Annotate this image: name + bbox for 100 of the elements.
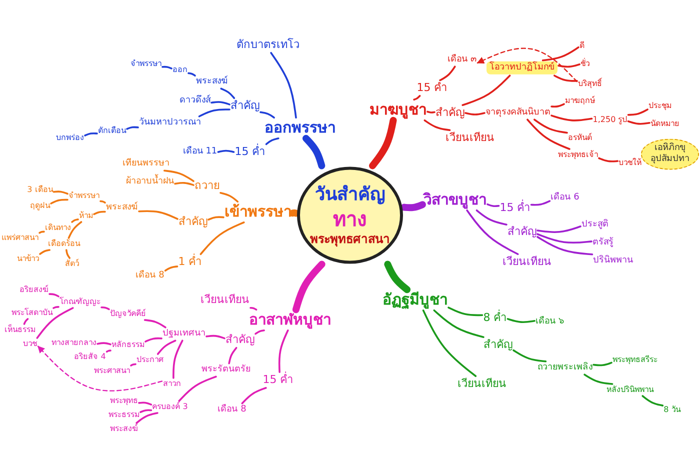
branch-label: 15 ค่ำ [262,373,294,387]
branch-label: ตักบาตรเทโว [236,38,300,52]
branch-label: เดินทาง [45,223,71,233]
branch-label: ฤดูฝน [30,201,50,211]
branch-label: 15 ค่ำ [234,145,266,159]
branch-line [536,233,592,244]
branch-line [162,66,172,70]
branch-line [250,306,258,311]
branch-label: เดือน 6 [550,192,580,204]
highlight-label [486,61,558,75]
branch-label: พระพุทธเจ้า [558,150,598,160]
branch-line [642,395,664,406]
branch-label: เวียนเทียน [458,377,506,391]
branch-label: เอหิภิกขุ อุปสัมปทา [650,142,690,166]
branch-line [198,108,230,118]
branch-label: เทียนพรรษา [122,158,170,170]
branch-label: สาวก [163,379,181,389]
branch-line [424,119,451,132]
branch-label: พระรัตนตรัย [202,364,250,376]
branch-line [138,210,178,220]
branch-label: 8 วัน [664,405,680,415]
branch-label: ประสูติ [582,219,608,231]
branch-line [106,350,112,353]
branch-label: ตักเตือน [98,126,126,136]
branch-label: บวช [23,339,37,349]
branch-label: สำคัญ [484,338,512,352]
branch-label: ประกาศ [136,355,164,365]
branch-label: วันมหาปวารณา [139,117,201,129]
branch-line [38,230,45,234]
branch-label: อริยสงฆ์ [20,285,48,295]
branch-line [164,266,178,272]
branch-line [208,216,224,221]
branch-label: พระศาสนา [94,366,130,376]
branch-label: อรหันต์ [568,133,592,143]
branch-label: เดือน 8 [218,404,246,416]
branch-line [550,103,565,108]
branch-line [462,74,511,106]
branch-line [265,137,280,146]
branch-line [100,306,110,310]
branch-line [50,198,68,204]
branch-label: เข้าพรรษา [224,202,292,222]
branch-label: อัฏฐมีบูชา [382,290,448,310]
branch-line [512,349,547,362]
branch-label: พระสงฆ์ [196,76,228,88]
branch-label: ถวายพระเพลิง [538,362,592,374]
branch-line [220,192,239,203]
branch-label: ชั่ว [580,59,590,69]
branch-label: สำคัญ [436,106,464,120]
branch-line [526,118,570,150]
branch-label: ประชุม [648,101,672,111]
branch-label: นัดหมาย [650,119,680,129]
branch-line [584,374,614,385]
branch-label: มาฆบูชา [370,100,426,120]
branch-line [48,293,60,298]
branch-line [188,72,196,77]
branch-line [536,236,594,256]
branch-line [126,126,139,130]
branch-line [466,209,519,256]
branch-line [36,307,74,339]
branch-label: เห็นธรรม [4,325,36,335]
branch-line [292,260,326,314]
branch-line [71,218,79,223]
branch-line [550,114,593,122]
branch-line [413,94,421,101]
branch-line [178,376,217,402]
branch-label: เดือน ๓ [448,54,476,66]
dashed-arrow [37,346,163,392]
branch-label: ผ้าอาบน้ำฝน [126,176,174,188]
branch-line [369,116,397,170]
branch-line [422,309,477,378]
branch-line [140,409,152,414]
branch-line [217,150,235,153]
branch-line [536,225,582,234]
branch-line [241,386,267,404]
branch-label: พระธรรม [108,410,140,420]
branch-line [289,209,300,217]
branch-label: จาตุรงคสันนิบาต [486,107,550,119]
branch-line [144,319,166,328]
branch-label: 8 ค่ำ [483,311,507,325]
branch-line [68,221,82,239]
branch-label: พระโสดาบัน [12,308,52,318]
branch-line [130,363,136,366]
branch-label: ทางสายกลาง [52,338,96,348]
branch-label: หลักธรรม [112,340,144,350]
branch-label: สำคัญ [508,225,536,239]
branch-line [172,340,184,379]
branch-label: ถวาย [194,179,220,193]
branch-line [448,306,484,316]
branch-line [144,337,162,342]
branch-label: ปัญจวัคคีย์ [110,309,146,319]
branch-label: ออก [172,65,188,75]
burst-label [641,138,699,170]
branch-line [433,309,484,338]
branch-line [66,249,70,259]
branch-line [400,201,426,212]
branch-label: ครบองค์ 3 [152,402,188,412]
branch-line [220,88,236,100]
branch-line [96,342,112,346]
branch-label: 1 ค่ำ [178,255,202,269]
branch-label: อริยสัจ 4 [74,352,106,362]
